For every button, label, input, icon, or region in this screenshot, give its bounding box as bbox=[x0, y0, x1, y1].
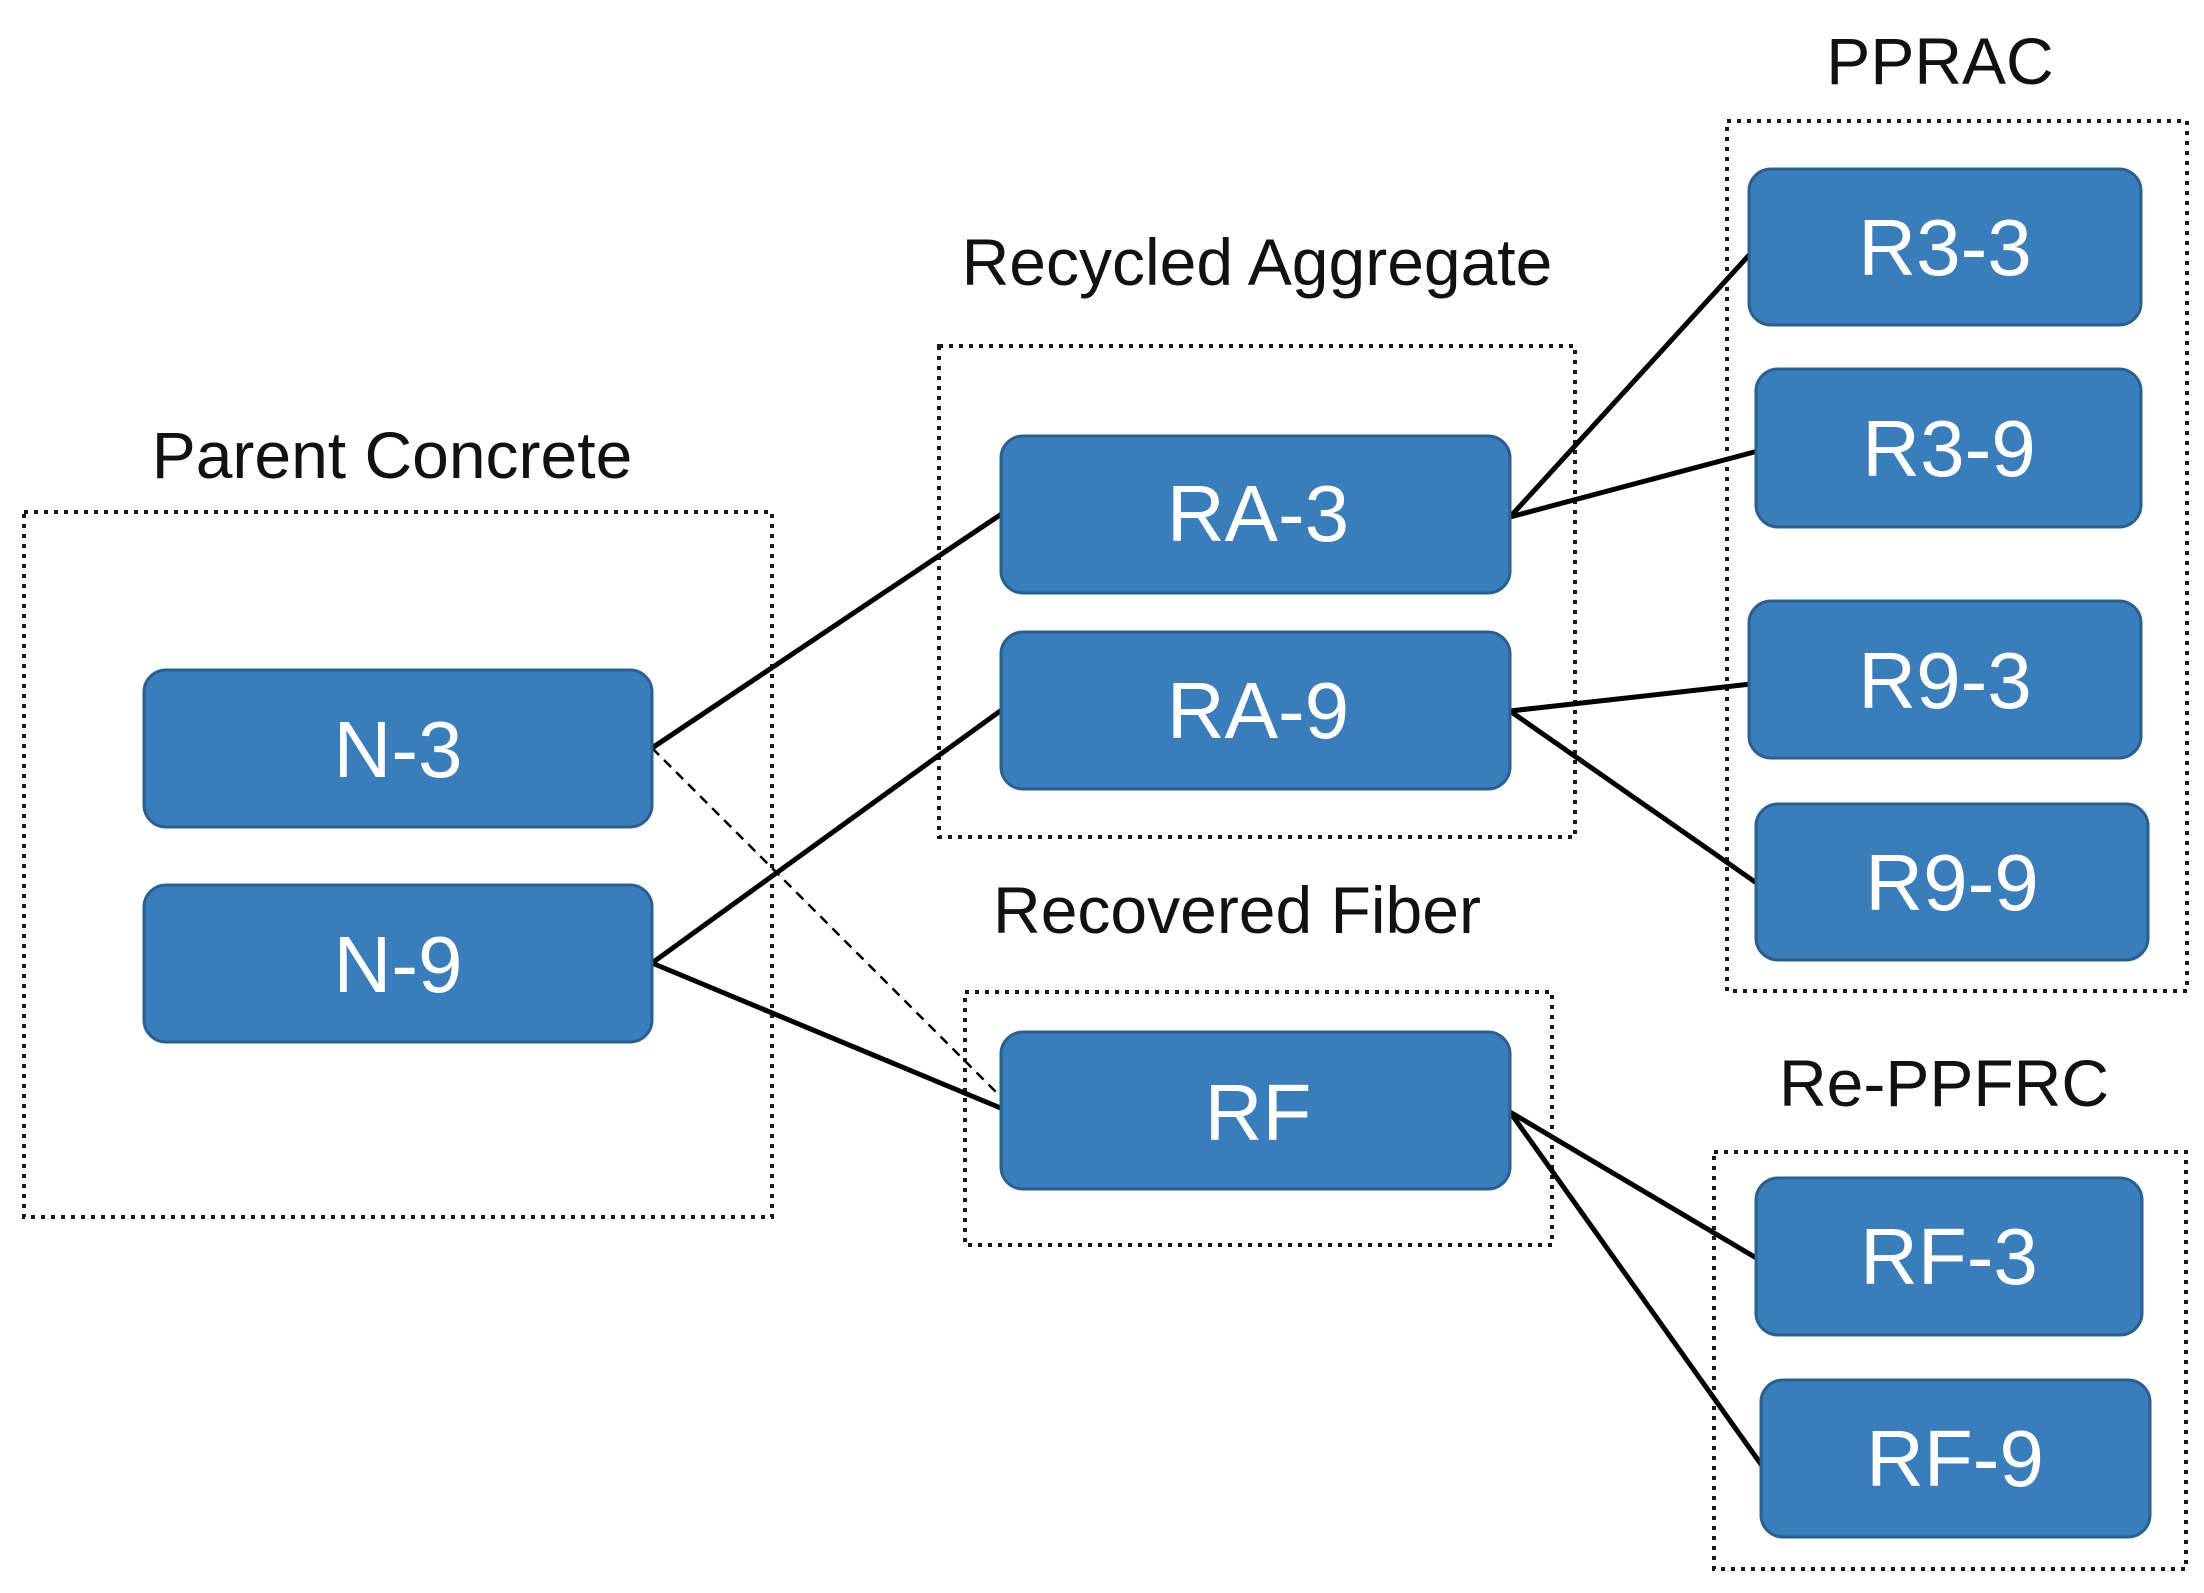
node-r39: R3-9 bbox=[1754, 367, 2143, 529]
node-rf: RF bbox=[999, 1030, 1512, 1191]
node-label-rf9: RF-9 bbox=[1866, 1414, 2044, 1503]
group-frame-ra bbox=[937, 344, 1577, 839]
node-rf3: RF-3 bbox=[1754, 1176, 2144, 1337]
group-frame-rf bbox=[963, 990, 1554, 1247]
group-frame-pprac bbox=[1725, 119, 2189, 993]
node-label-r33: R3-3 bbox=[1858, 203, 2031, 292]
edge-rf-rf9 bbox=[1507, 1110, 1766, 1469]
node-r33: R3-3 bbox=[1747, 167, 2143, 327]
group-label-parent: Parent Concrete bbox=[152, 418, 633, 492]
node-r93: R9-3 bbox=[1747, 599, 2143, 760]
group-label-rf: Recovered Fiber bbox=[993, 873, 1481, 947]
node-n3: N-3 bbox=[142, 668, 654, 829]
node-label-rf: RF bbox=[1205, 1068, 1312, 1157]
edge-n9-ra9 bbox=[650, 706, 1005, 966]
group-label-reppfrc: Re-PPFRC bbox=[1779, 1046, 2109, 1120]
group-label-ra: Recycled Aggregate bbox=[962, 225, 1553, 299]
node-label-ra3: RA-3 bbox=[1167, 469, 1349, 558]
node-label-r93: R9-3 bbox=[1858, 636, 2031, 725]
node-r99: R9-9 bbox=[1754, 802, 2150, 962]
node-rf9: RF-9 bbox=[1759, 1378, 2152, 1539]
node-label-r39: R3-9 bbox=[1862, 404, 2035, 493]
edge-ra3-r33 bbox=[1508, 251, 1753, 519]
node-label-r99: R9-9 bbox=[1865, 838, 2038, 927]
node-label-n3: N-3 bbox=[334, 705, 463, 794]
edge-n3-ra3 bbox=[650, 510, 1005, 751]
node-label-n9: N-9 bbox=[334, 920, 463, 1009]
edge-n9-rf bbox=[651, 960, 1004, 1112]
node-label-rf3: RF-3 bbox=[1860, 1212, 2038, 1301]
group-frame-reppfrc bbox=[1712, 1150, 2188, 1571]
edge-ra9-r99 bbox=[1508, 708, 1760, 887]
group-frame-parent bbox=[22, 510, 774, 1219]
node-label-ra9: RA-9 bbox=[1167, 666, 1349, 755]
node-ra9: RA-9 bbox=[999, 630, 1512, 791]
edge-n3-rf-dashed bbox=[651, 747, 1002, 1098]
edge-ra9-r93 bbox=[1509, 681, 1752, 714]
edge-ra3-r39 bbox=[1509, 448, 1759, 520]
node-ra3: RA-3 bbox=[999, 434, 1512, 595]
node-n9: N-9 bbox=[142, 883, 654, 1044]
group-label-pprac: PPRAC bbox=[1826, 24, 2053, 98]
edge-rf-rf3 bbox=[1508, 1109, 1760, 1262]
